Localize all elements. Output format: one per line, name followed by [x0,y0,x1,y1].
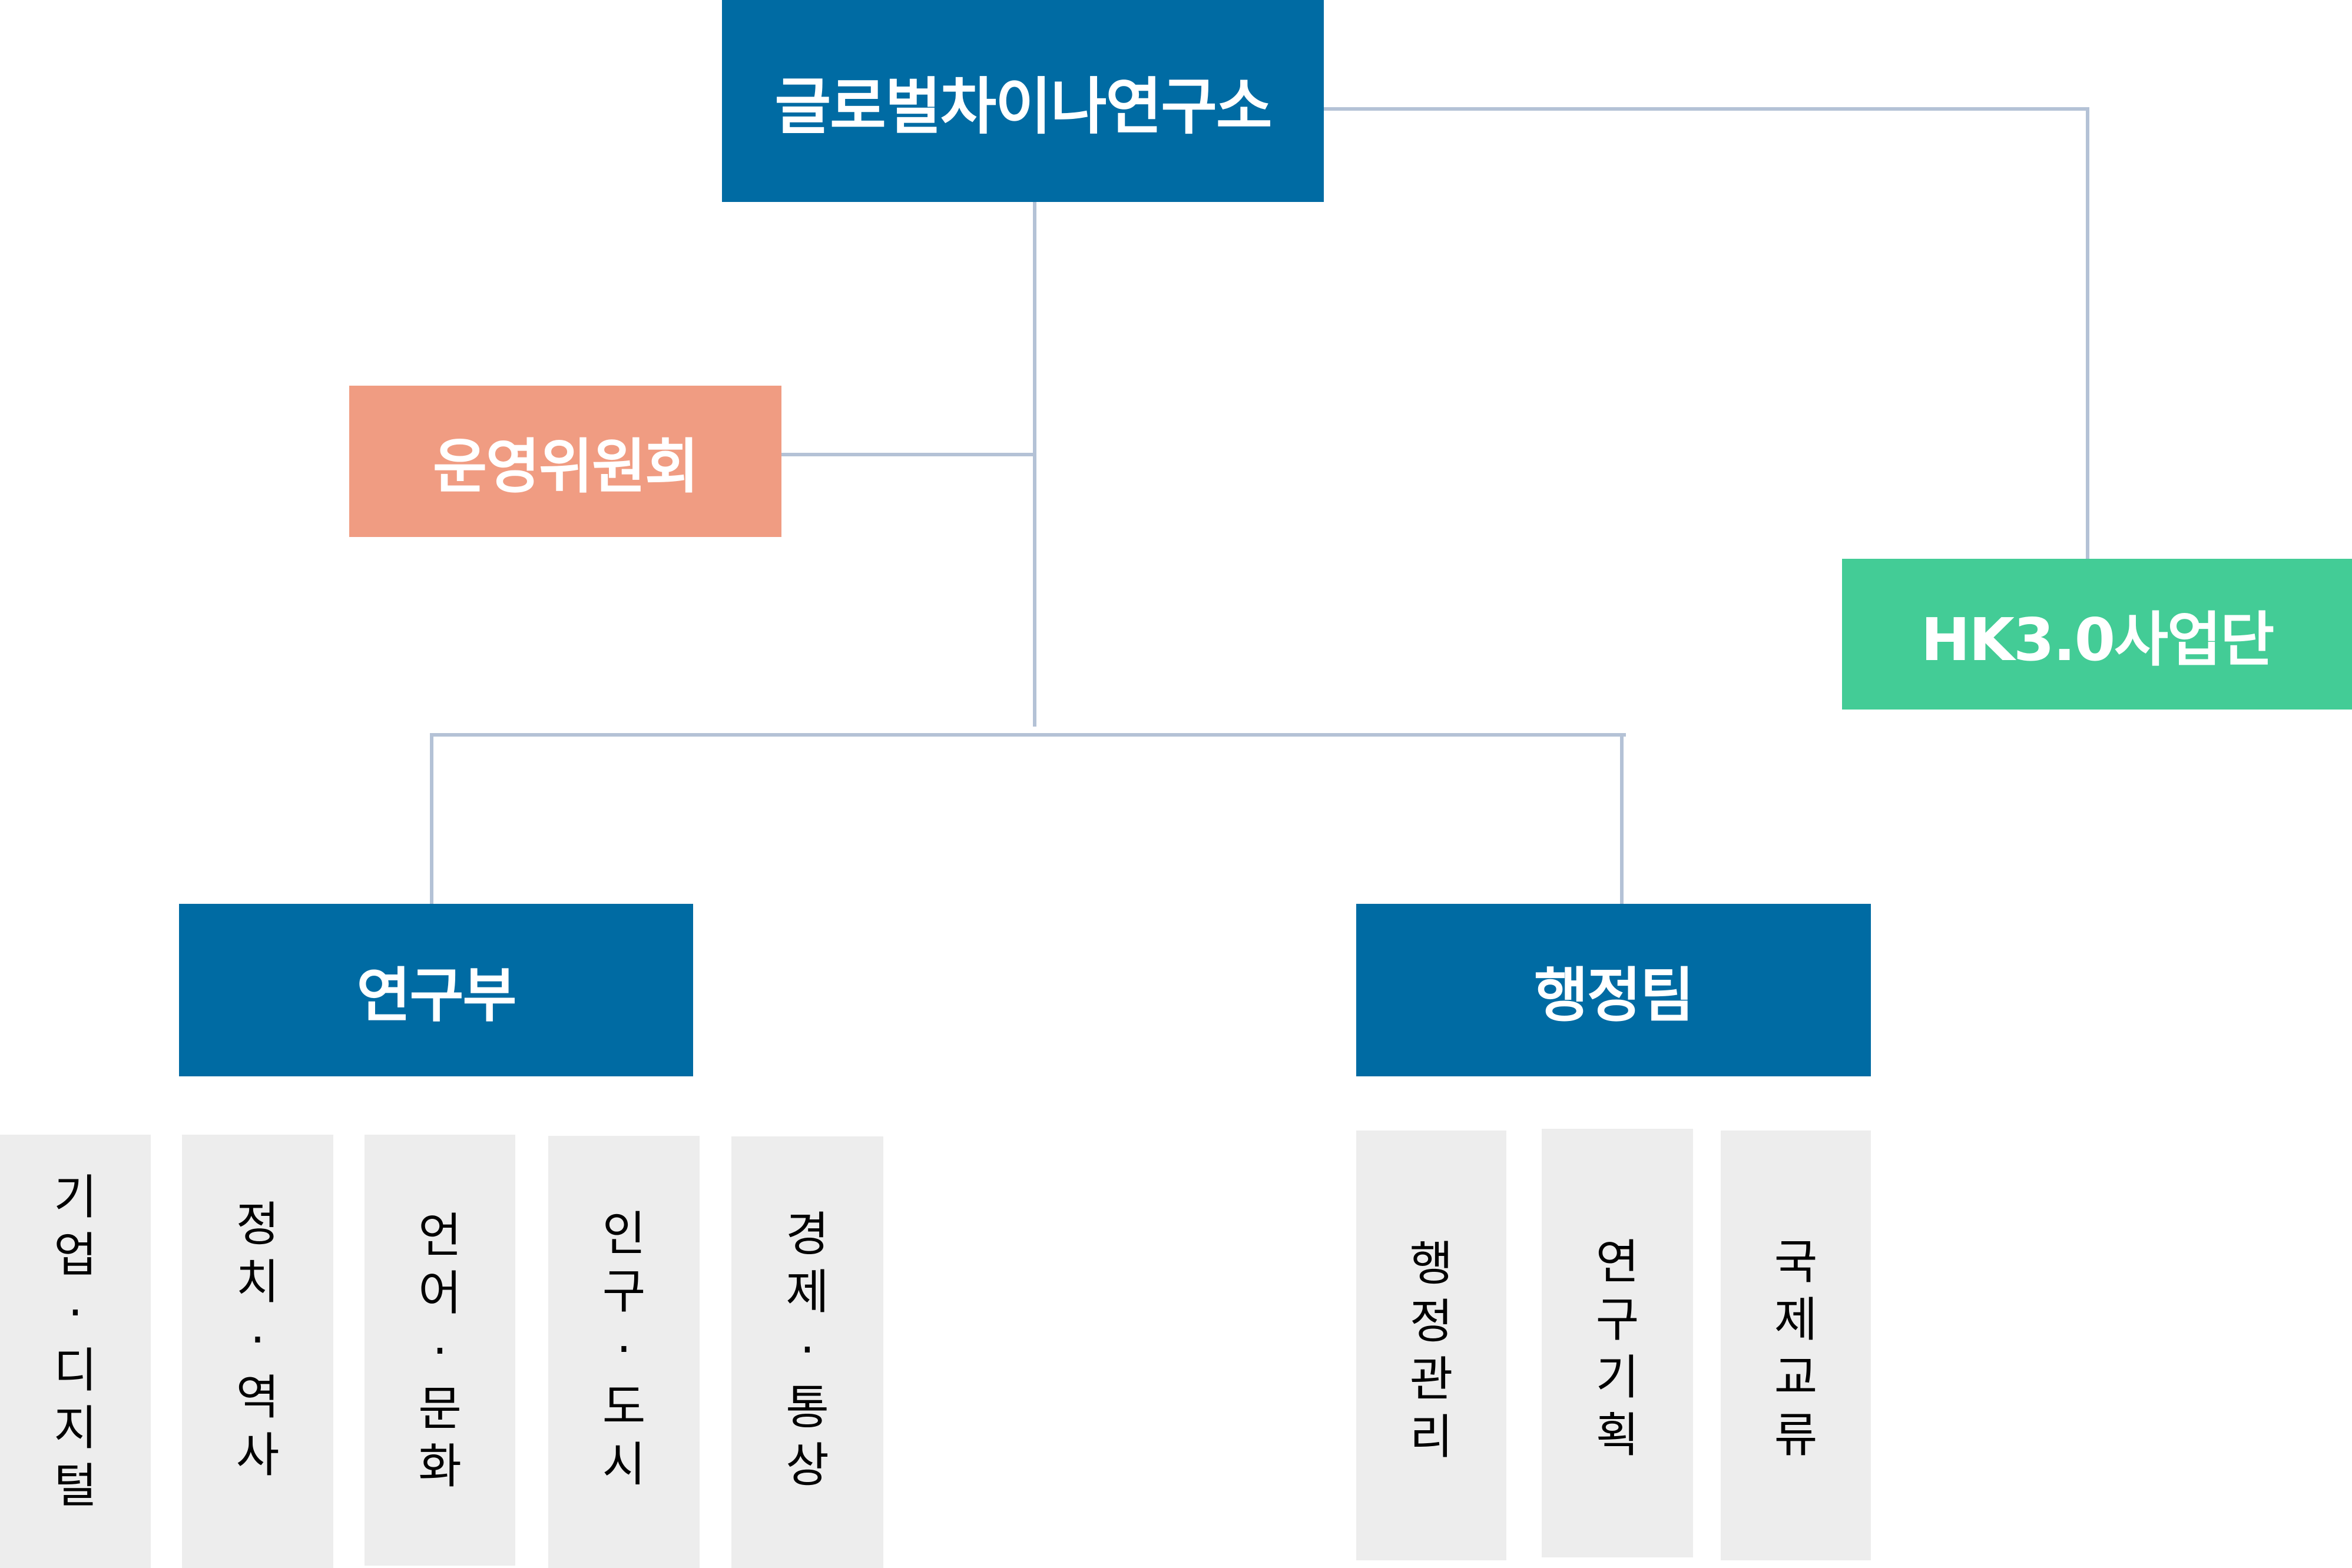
admin-team-node[interactable]: 행정팀 [1356,904,1871,1076]
leaf-label-char: 정 [236,1197,280,1252]
connector-research-drop [430,733,433,904]
leaf-label-char: 디 [54,1343,97,1398]
leaf-label-char: 역 [236,1370,280,1425]
leaf-label-char: 도 [602,1380,646,1434]
middle-dot-separator: · [68,1285,83,1340]
leaf-label-char: 경 [786,1207,829,1262]
leaf-label-char: 기 [54,1170,97,1225]
connector-root-to-hk-vertical [2086,107,2089,559]
connector-admin-drop [1620,733,1624,904]
leaf-label-char: 업 [54,1228,97,1282]
leaf-label-char: 어 [418,1266,462,1321]
leaf-label-char: 국 [1774,1235,1818,1289]
committee-node-label: 운영위원회 [433,432,699,501]
leaf-label-char: 사 [236,1428,280,1483]
leaf-label-char: 시 [602,1437,646,1492]
leaf-label-char: 화 [418,1439,462,1494]
root-node-label: 글로벌차이나연구소 [774,71,1272,142]
leaf-label-char: 류 [1774,1408,1818,1463]
middle-dot-separator: · [800,1322,815,1377]
root-node-global-china-institute[interactable]: 글로벌차이나연구소 [722,0,1324,202]
leaf-label-char: 언 [418,1208,462,1263]
middle-dot-separator: · [250,1312,266,1367]
leaf-label-char: 연 [1595,1235,1639,1289]
leaf-label-char: 리 [1409,1410,1453,1464]
leaf-label-char: 상 [786,1438,829,1493]
leaf-label-char: 행 [1409,1237,1453,1291]
connector-bus [432,733,1626,737]
leaf-label-char: 정 [1409,1294,1453,1349]
leaf-label-char: 구 [602,1264,646,1319]
research-dept-node[interactable]: 연구부 [179,904,693,1076]
hk-project-node-label: HK3.0사업단 [1920,605,2274,674]
leaf-label-char: 구 [1595,1292,1639,1347]
connector-trunk [1033,202,1036,727]
leaf-label-char: 제 [786,1265,829,1320]
leaf-label-char: 획 [1595,1408,1639,1463]
middle-dot-separator: · [432,1324,448,1378]
leaf-label-char: 통 [786,1380,829,1435]
research-dept-node-label: 연구부 [356,961,517,1030]
committee-node[interactable]: 운영위원회 [349,386,781,537]
leaf-label-char: 인 [602,1206,646,1261]
middle-dot-separator: · [616,1322,632,1377]
leaf-label-char: 지 [54,1401,97,1456]
leaf-label-char: 관 [1409,1352,1453,1407]
leaf-label-char: 문 [418,1381,462,1436]
leaf-label-char: 교 [1774,1350,1818,1405]
leaf-label-char: 털 [54,1458,97,1513]
admin-team-node-label: 행정팀 [1534,961,1694,1030]
connector-committee [781,453,1035,456]
leaf-label-char: 기 [1595,1350,1639,1405]
leaf-label-char: 치 [236,1255,280,1310]
leaf-label-char: 제 [1774,1292,1818,1347]
hk-project-node[interactable]: HK3.0사업단 [1842,559,2352,710]
connector-root-to-hk-horizontal [1324,107,2089,111]
